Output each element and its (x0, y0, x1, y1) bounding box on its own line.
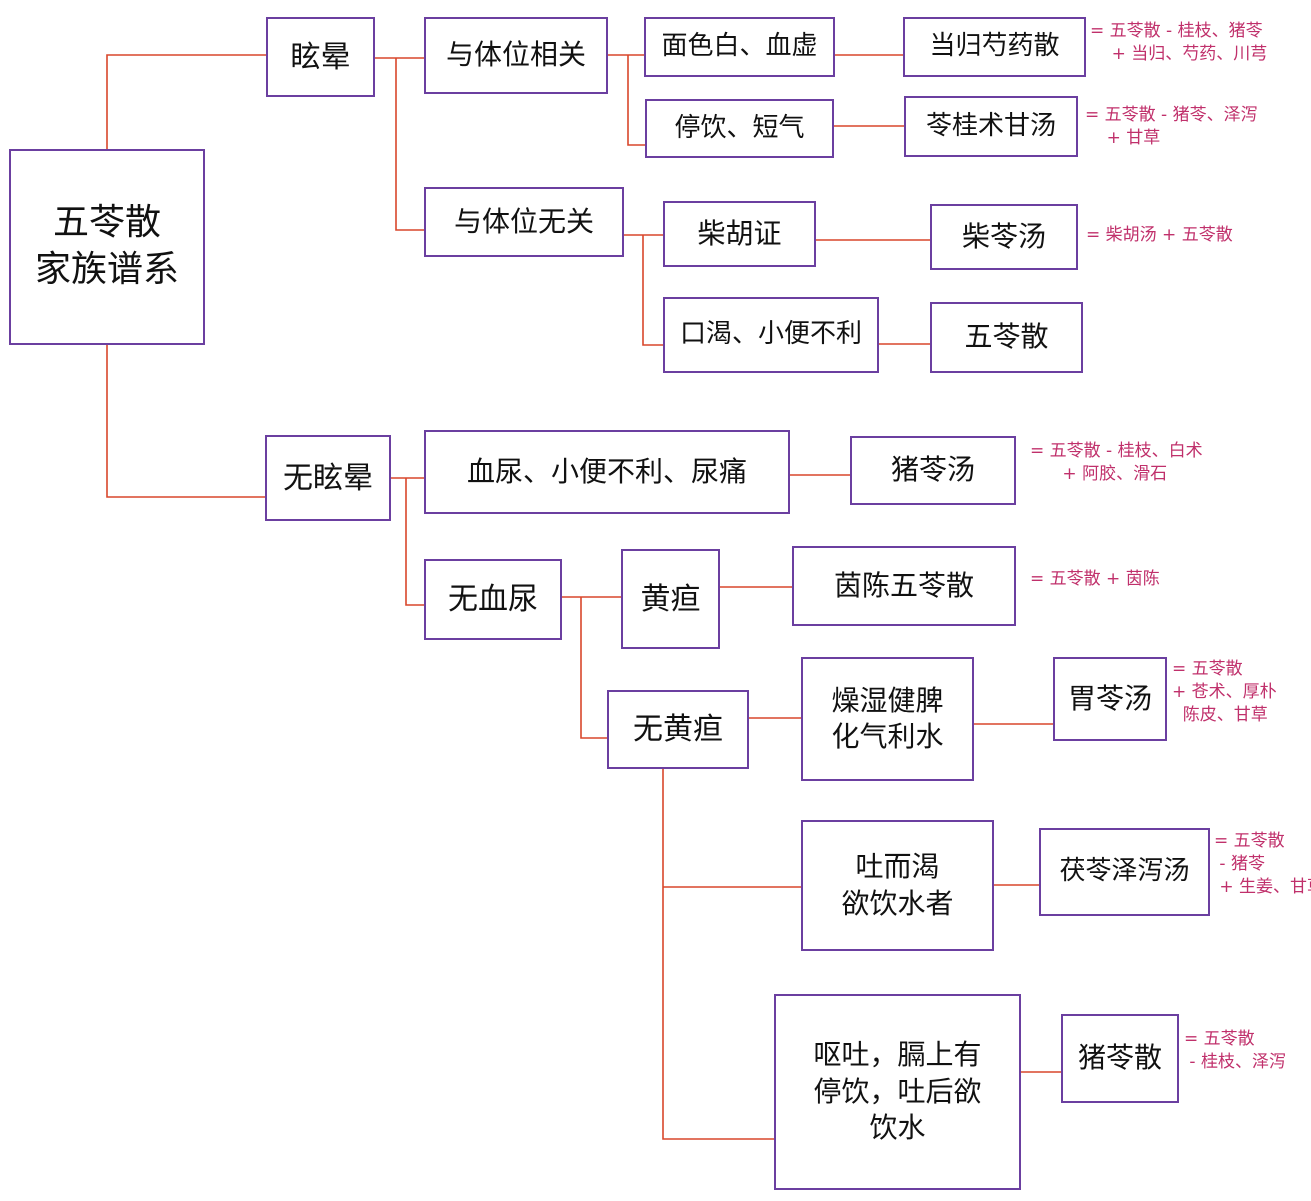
node-no-jaundice: 无黄疸 (607, 690, 749, 769)
node-posture-related: 与体位相关 (424, 17, 608, 94)
connector-0 (106, 54, 266, 149)
connector-5 (627, 55, 645, 146)
node-danggui: 当归芍药散 (903, 17, 1086, 77)
node-chaihu-zheng: 柴胡证 (663, 201, 816, 267)
note-yinchen: = 五苓散 + 茵陈 (1030, 569, 1160, 589)
node-zhuling-tang: 猪苓汤 (850, 436, 1016, 505)
connector-20 (662, 769, 774, 1140)
connector-16 (580, 597, 607, 739)
node-chailing: 柴苓汤 (930, 204, 1078, 270)
node-weiling: 胃苓汤 (1053, 657, 1167, 741)
node-dry-damp: 燥湿健脾 化气利水 (801, 657, 974, 781)
node-thirst: 口渴、小便不利 (663, 297, 879, 373)
node-hematuria: 血尿、小便不利、尿痛 (424, 430, 790, 514)
note-zhuling-san: = 五苓散 - 桂枝、泽泻 (1184, 1029, 1286, 1072)
node-zhuling-san: 猪苓散 (1061, 1014, 1179, 1103)
note-weiling: = 五苓散 + 苍术、厚朴 陈皮、甘草 (1172, 659, 1277, 725)
node-dizzy: 眩晕 (266, 17, 375, 97)
node-wuling: 五苓散 (930, 302, 1083, 373)
node-fuling-zexie: 茯苓泽泻汤 (1039, 828, 1210, 916)
root-node: 五苓散 家族谱系 (9, 149, 205, 345)
node-lingui: 苓桂术甘汤 (904, 96, 1078, 157)
node-fluid-qi: 停饮、短气 (645, 99, 834, 158)
node-yinchen: 茵陈五苓散 (792, 546, 1016, 626)
connector-3 (395, 58, 424, 231)
connector-9 (642, 235, 663, 346)
note-danggui: = 五苓散 - 桂枝、猪苓 + 当归、芍药、川芎 (1090, 21, 1268, 64)
node-pale-face: 面色白、血虚 (644, 17, 835, 77)
node-vomit-diaphragm: 呕吐，膈上有 停饮，吐后欲 饮水 (774, 994, 1021, 1190)
connector-1 (106, 345, 265, 498)
note-chailing: = 柴胡汤 + 五苓散 (1086, 225, 1233, 245)
node-posture-unrelated: 与体位无关 (424, 187, 624, 257)
note-zhuling-tang: = 五苓散 - 桂枝、白术 + 阿胶、滑石 (1030, 441, 1203, 484)
node-no-hematuria: 无血尿 (424, 559, 562, 640)
note-fuling-zexie: = 五苓散 - 猪苓 + 生姜、甘草 (1214, 831, 1311, 897)
node-jaundice: 黄疸 (621, 549, 720, 649)
connector-13 (405, 478, 424, 606)
node-no-dizzy: 无眩晕 (265, 435, 391, 521)
note-lingui: = 五苓散 - 猪苓、泽泻 + 甘草 (1085, 105, 1258, 148)
node-vomit-thirst: 吐而渴 欲饮水者 (801, 820, 994, 951)
